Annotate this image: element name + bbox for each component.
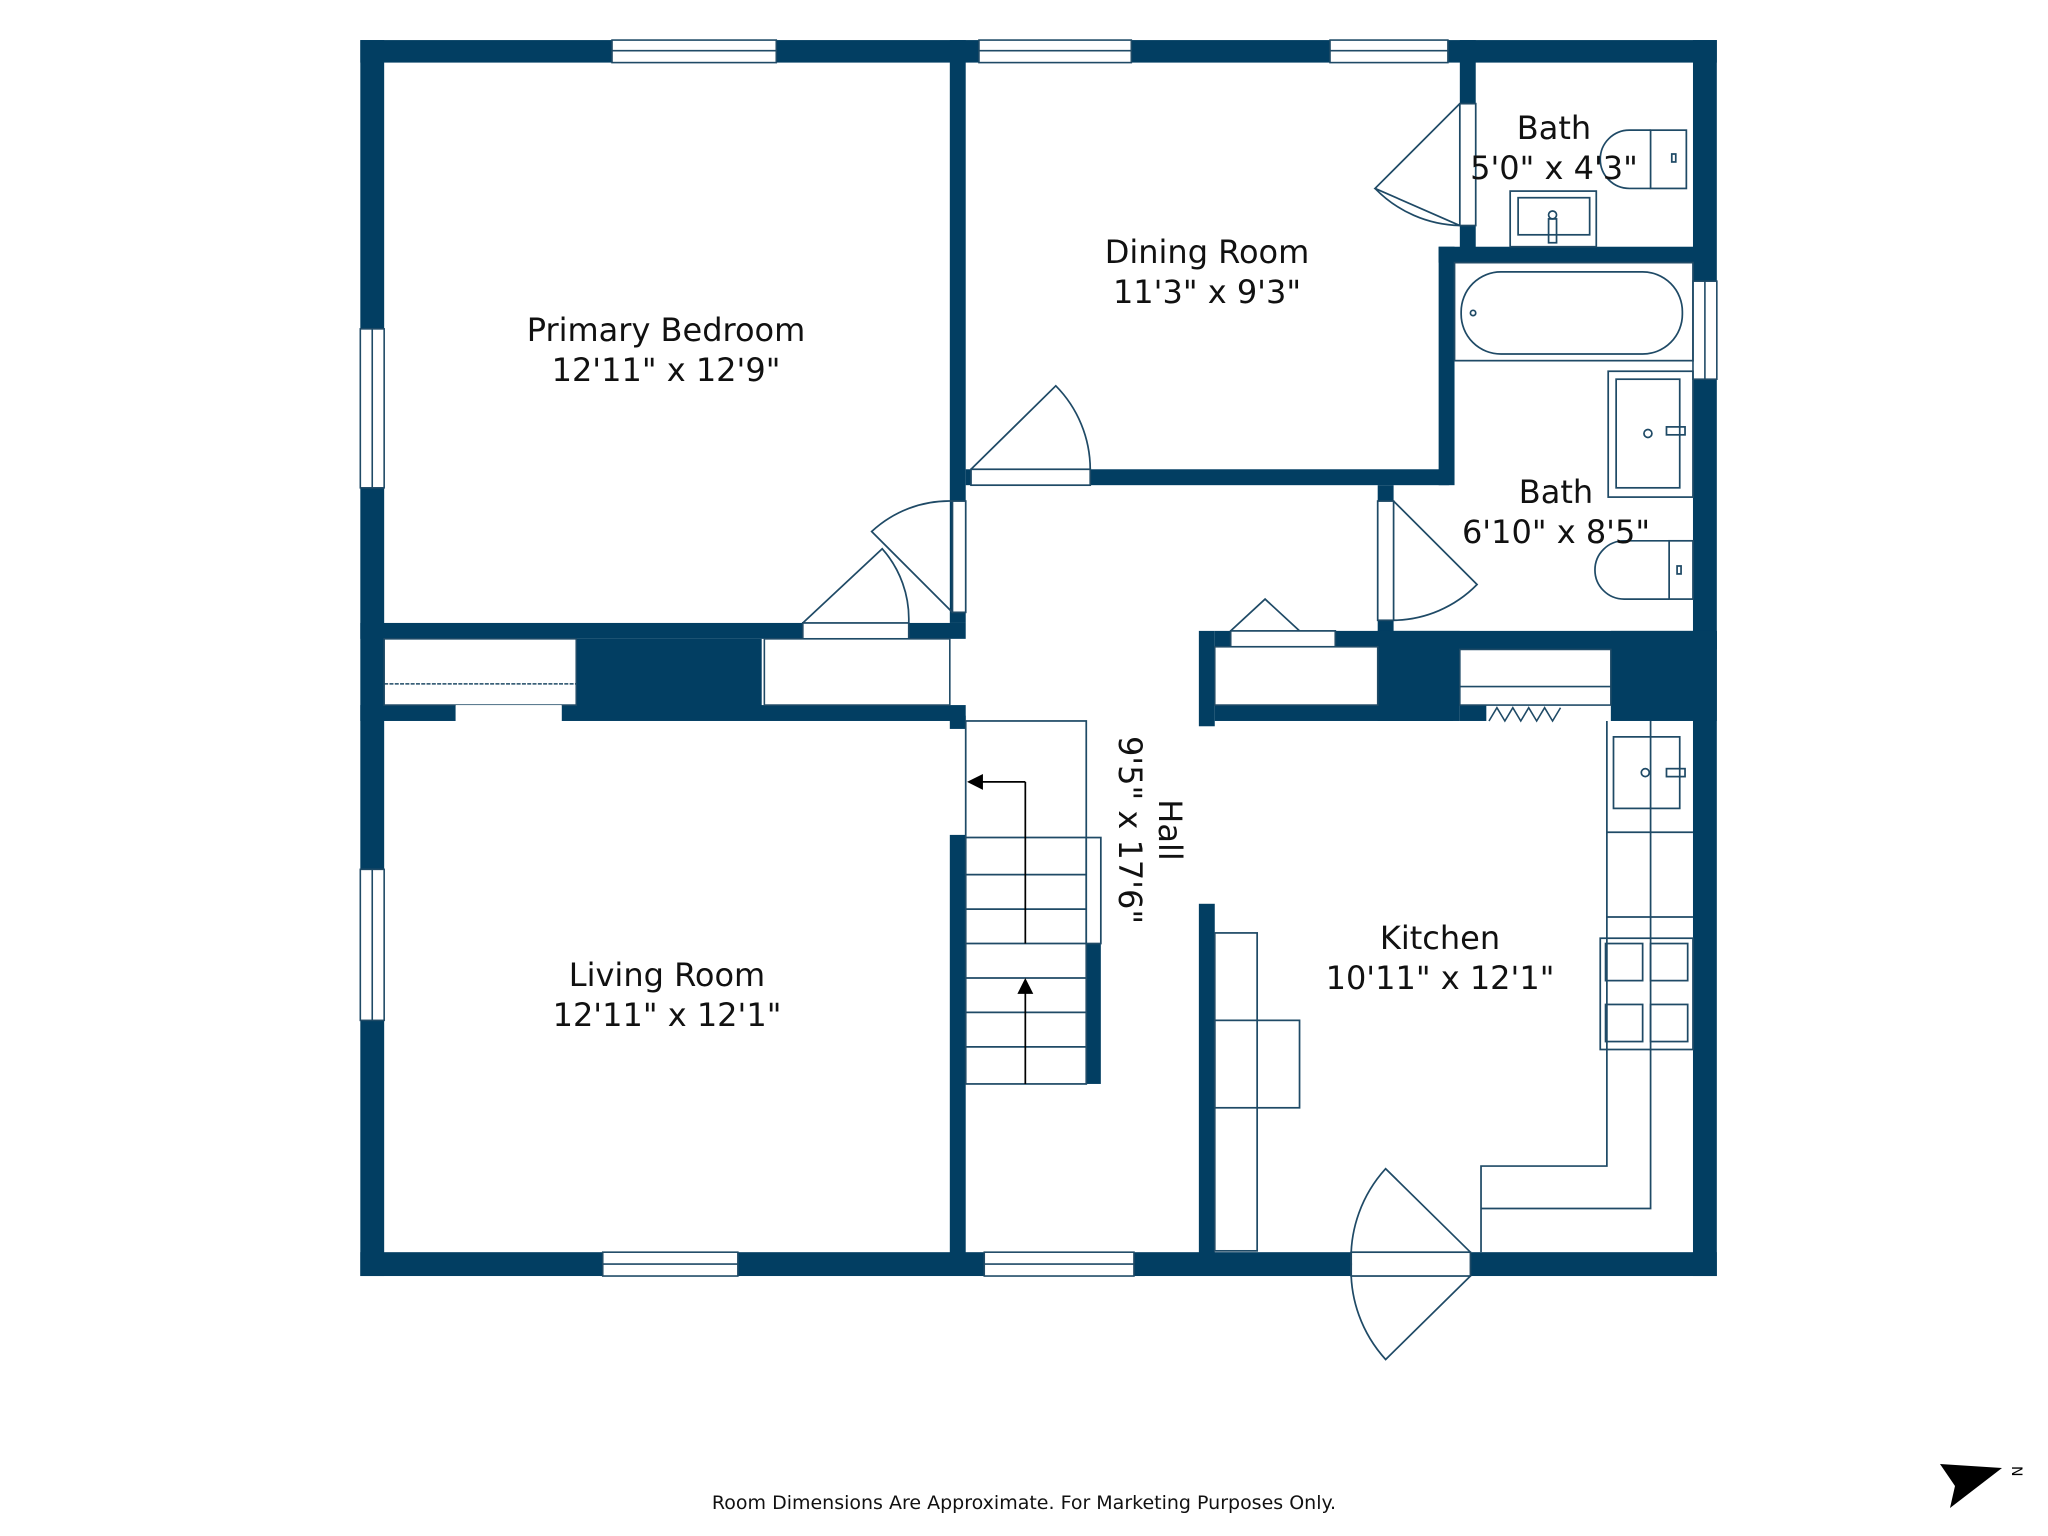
room-name: Living Room — [568, 956, 766, 994]
compass-label: N — [2008, 1466, 2024, 1476]
room-dims: 12'11" x 12'1" — [552, 996, 782, 1034]
room-name: Bath — [1516, 109, 1592, 147]
room-name: Hall — [1151, 799, 1189, 861]
room-label-bath-large: Bath 6'10" x 8'5" — [1462, 472, 1650, 552]
fixtures — [964, 129, 1694, 1253]
north-arrow-icon: N — [1940, 1464, 2024, 1508]
disclaimer-text: Room Dimensions Are Approximate. For Mar… — [711, 1492, 1337, 1514]
room-name: Kitchen — [1379, 919, 1501, 957]
room-label-primary-bedroom: Primary Bedroom 12'11" x 12'9" — [527, 310, 806, 390]
doors — [801, 102, 1479, 1361]
closets — [383, 638, 1612, 723]
room-label-bath-small: Bath 5'0" x 4'3" — [1470, 108, 1638, 188]
windows — [359, 39, 1718, 1277]
room-dims: 12'11" x 12'9" — [551, 351, 781, 389]
stair-arrows — [967, 773, 1034, 994]
room-label-dining-room: Dining Room 11'3" x 9'3" — [1105, 232, 1310, 312]
room-label-kitchen: Kitchen 10'11" x 12'1" — [1326, 918, 1555, 998]
room-dims: 11'3" x 9'3" — [1112, 273, 1302, 311]
room-dims: 9'5" x 17'6" — [1111, 735, 1149, 925]
room-dims: 6'10" x 8'5" — [1461, 513, 1651, 551]
room-label-hall: Hall 9'5" x 17'6" — [1110, 736, 1190, 924]
room-dims: 5'0" x 4'3" — [1470, 149, 1638, 187]
room-name: Primary Bedroom — [526, 311, 806, 349]
room-dims: 10'11" x 12'1" — [1325, 959, 1555, 997]
room-name: Dining Room — [1104, 233, 1310, 271]
room-name: Bath — [1518, 473, 1594, 511]
room-label-living-room: Living Room 12'11" x 12'1" — [553, 955, 782, 1035]
